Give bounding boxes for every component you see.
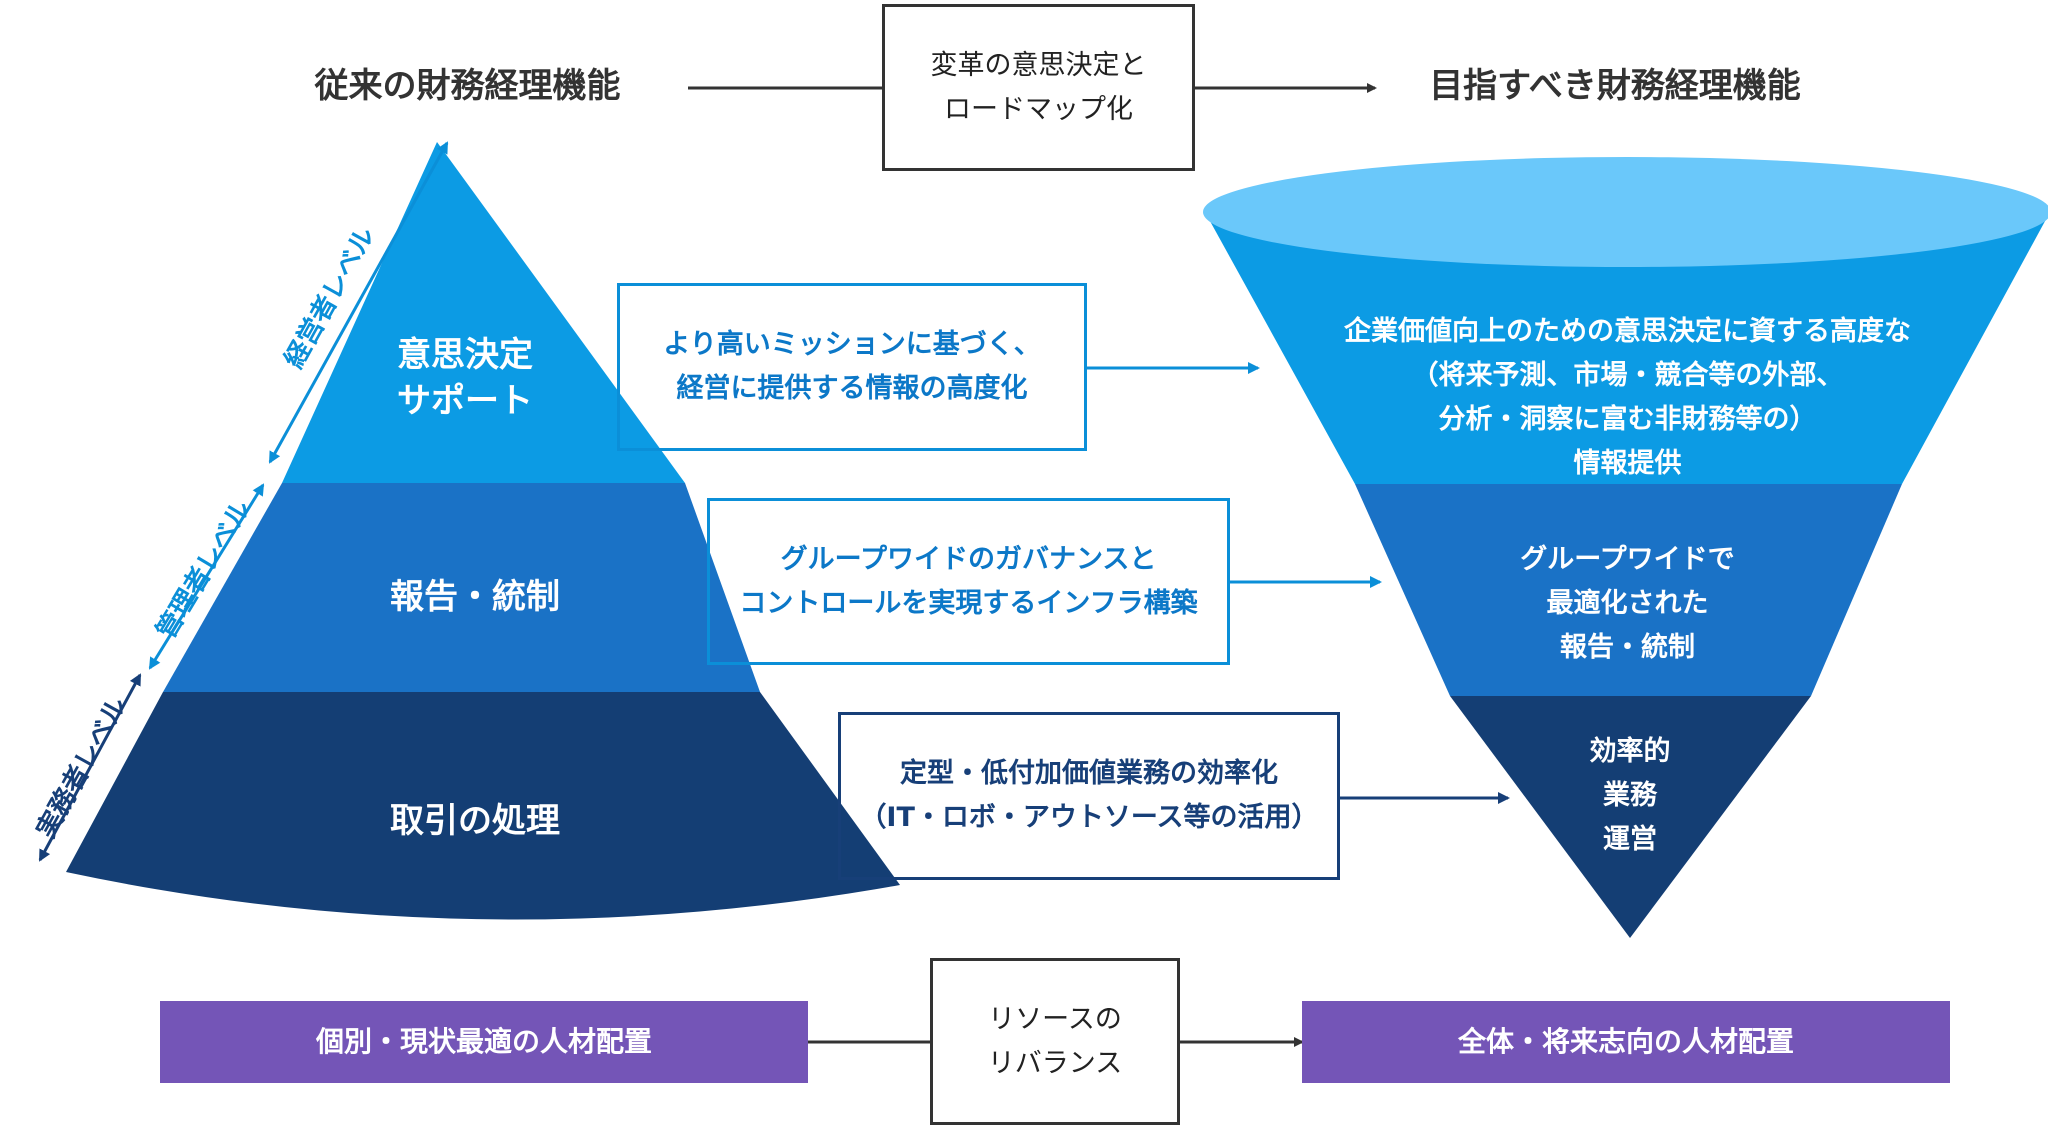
roadmap-box: 変革の意思決定と ロードマップ化 (882, 4, 1195, 171)
pyramid-middle-label: 報告・統制 (390, 577, 560, 617)
level-arrow-executive (268, 141, 449, 464)
funnel-bottom-tier (1450, 696, 1811, 938)
roadmap-box-label: 変革の意思決定と ロードマップ化 (930, 49, 1147, 125)
box-governance-infra-label: グループワイドのガバナンスと コントロールを実現するインフラ構築 (739, 543, 1198, 619)
footer-target-allocation-label: 全体・将来志向の人材配置 (1457, 1025, 1794, 1058)
footer-current-allocation-label: 個別・現状最適の人材配置 (315, 1025, 652, 1058)
funnel-middle-tier (1355, 484, 1902, 696)
current-function-title: 従来の財務経理機能 (314, 66, 621, 106)
footer-current-allocation: 個別・現状最適の人材配置 (160, 1001, 808, 1083)
funnel-top-label: 企業価値向上のための意思決定に資する高度な （将来予測、市場・競合等の外部、 分… (1344, 316, 1911, 479)
pyramid-bottom-tier (66, 692, 900, 920)
pyramid-bottom-label: 取引の処理 (390, 801, 560, 841)
box-governance-infra: グループワイドのガバナンスと コントロールを実現するインフラ構築 (707, 498, 1230, 665)
funnel-top-ellipse (1203, 157, 2048, 267)
level-arrow-manager (148, 483, 265, 670)
level-arrow-staff (38, 673, 142, 862)
funnel-top-tier (1205, 212, 2048, 484)
rebalance-box: リソースの リバランス (930, 958, 1180, 1125)
box-efficiency-label: 定型・低付加価値業務の効率化 （IT・ロボ・アウトソース等の活用） (859, 758, 1319, 833)
target-function-title: 目指すべき財務経理機能 (1429, 66, 1801, 106)
footer-target-allocation: 全体・将来志向の人材配置 (1302, 1001, 1950, 1083)
funnel-middle-label: グループワイドで 最適化された 報告・統制 (1520, 544, 1735, 663)
funnel-bottom-label: 効率的 業務 運営 (1589, 736, 1671, 855)
box-efficiency: 定型・低付加価値業務の効率化 （IT・ロボ・アウトソース等の活用） (838, 712, 1340, 880)
box-info-enhancement: より高いミッションに基づく、 経営に提供する情報の高度化 (617, 283, 1087, 451)
pyramid-middle-tier (163, 483, 760, 692)
box-info-enhancement-label: より高いミッションに基づく、 経営に提供する情報の高度化 (663, 329, 1041, 404)
rebalance-box-label: リソースの リバランス (987, 1003, 1123, 1079)
pyramid-top-label: 意思決定 サポート (397, 335, 533, 421)
